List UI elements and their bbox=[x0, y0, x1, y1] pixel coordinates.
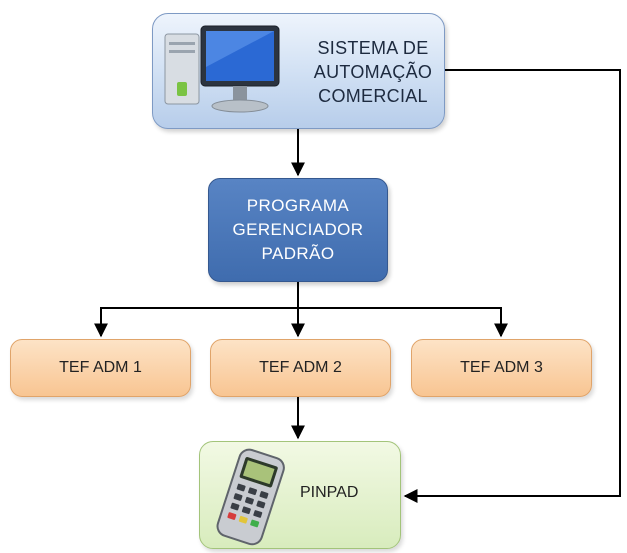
pinpad-label: PINPAD bbox=[300, 484, 359, 501]
desktop-computer-icon bbox=[164, 25, 280, 113]
tef-adm-1-node: TEF ADM 1 bbox=[10, 339, 191, 397]
card-terminal-icon bbox=[216, 448, 285, 546]
sac-label: SISTEMA DE AUTOMAÇÃO COMERCIAL bbox=[313, 38, 433, 106]
pinpad-node: PINPAD bbox=[199, 441, 401, 549]
edge-sac-to-pinpad bbox=[403, 69, 621, 503]
sac-node: SISTEMA DE AUTOMAÇÃO COMERCIAL bbox=[152, 13, 445, 129]
tef-adm-2-node: TEF ADM 2 bbox=[210, 339, 391, 397]
pgp-node: PROGRAMA GERENCIADOR PADRÃO bbox=[208, 178, 388, 282]
tef-adm-3-node: TEF ADM 3 bbox=[411, 339, 592, 397]
